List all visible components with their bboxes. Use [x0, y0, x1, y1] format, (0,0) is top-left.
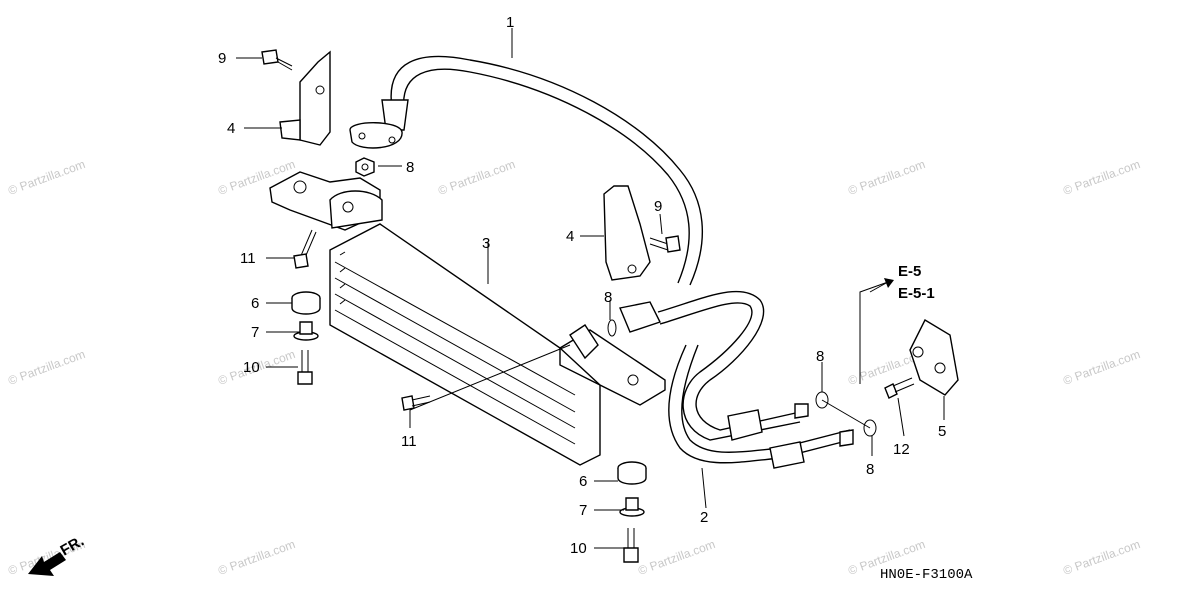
- bolt-9-left[interactable]: [261, 49, 293, 71]
- callout-10: 10: [570, 540, 587, 557]
- joint-plate-5[interactable]: [909, 319, 959, 396]
- callout-8: 8: [866, 461, 874, 478]
- o-ring-8-c[interactable]: [863, 419, 877, 437]
- bolt-10-left[interactable]: [297, 350, 313, 385]
- hose-1[interactable]: [349, 55, 704, 286]
- bolt-10-lower[interactable]: [623, 528, 639, 563]
- bolt-12[interactable]: [884, 377, 915, 399]
- callout-6: 6: [579, 473, 587, 490]
- callout-1: 1: [506, 14, 514, 31]
- callout-6: 6: [251, 295, 259, 312]
- callout-7: 7: [579, 502, 587, 519]
- callout-7: 7: [251, 324, 259, 341]
- bolt-9-middle[interactable]: [649, 235, 681, 253]
- callout-9: 9: [654, 198, 662, 215]
- rubber-mount-6-lower[interactable]: [617, 461, 647, 485]
- watermark: © Partzilla.com: [846, 157, 927, 198]
- ref-e-5-1[interactable]: E-5-1: [898, 285, 935, 302]
- watermark: © Partzilla.com: [1061, 157, 1142, 198]
- callout-8: 8: [406, 159, 414, 176]
- callout-3: 3: [482, 235, 490, 252]
- nut-8-upper[interactable]: [355, 157, 375, 177]
- bracket-4-middle[interactable]: [603, 185, 651, 281]
- callout-11: 11: [240, 250, 256, 267]
- watermark: © Partzilla.com: [6, 347, 87, 388]
- callouts: 1 9 4 8 3 4 9 11 6 7 10 11 8 8 8 12 5 6 …: [218, 14, 946, 557]
- watermark: © Partzilla.com: [216, 537, 297, 578]
- collar-7-left[interactable]: [293, 321, 319, 341]
- callout-10: 10: [243, 359, 260, 376]
- callout-9: 9: [218, 50, 226, 67]
- callout-8: 8: [604, 289, 612, 306]
- arrowhead-icon: [884, 278, 894, 288]
- watermark: © Partzilla.com: [636, 537, 717, 578]
- callout-4: 4: [566, 228, 574, 245]
- callout-2: 2: [700, 509, 708, 526]
- hose-2[interactable]: [619, 290, 854, 469]
- watermark: © Partzilla.com: [436, 157, 517, 198]
- watermark: © Partzilla.com: [1061, 347, 1142, 388]
- section-references: E-5 E-5-1: [869, 263, 935, 302]
- front-arrow-icon: [28, 552, 66, 576]
- callout-12: 12: [893, 441, 910, 458]
- callout-8: 8: [816, 348, 824, 365]
- o-ring-8-a[interactable]: [607, 319, 617, 337]
- callout-4: 4: [227, 120, 235, 137]
- watermark-layer: © Partzilla.com © Partzilla.com © Partzi…: [6, 157, 1142, 578]
- collar-7-lower[interactable]: [619, 497, 645, 517]
- callout-5: 5: [938, 423, 946, 440]
- bracket-4-left[interactable]: [279, 50, 331, 146]
- oil-cooler-3[interactable]: [269, 171, 666, 466]
- rubber-mount-6-left[interactable]: [291, 291, 321, 315]
- watermark: © Partzilla.com: [1061, 537, 1142, 578]
- callout-11: 11: [401, 433, 417, 450]
- ref-e-5[interactable]: E-5: [898, 263, 921, 280]
- diagram-code: HN0E-F3100A: [880, 567, 973, 583]
- leader-lines: [236, 28, 945, 549]
- watermark: © Partzilla.com: [6, 157, 87, 198]
- bolt-11-left[interactable]: [293, 229, 317, 269]
